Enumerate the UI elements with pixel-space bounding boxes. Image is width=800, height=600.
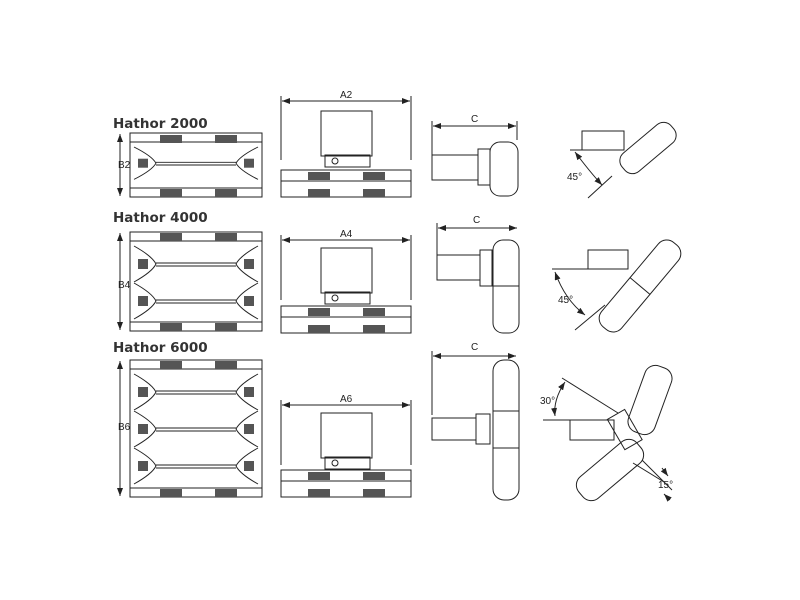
model-title: Hathor 4000 <box>113 210 208 226</box>
front-view <box>129 359 263 498</box>
tilt-view <box>543 364 673 502</box>
width-label: A2 <box>340 90 353 101</box>
model-row-hathor-2000: Hathor 2000 B2 A2 C 45° <box>113 90 677 199</box>
model-title: Hathor 2000 <box>113 116 208 132</box>
tilt-angle-label: 45° <box>558 295 573 306</box>
side-view <box>280 96 412 198</box>
front-view <box>129 132 263 198</box>
side-view <box>280 400 412 498</box>
tilt-angle-label: 30° <box>540 396 555 407</box>
depth-label: C <box>473 215 480 226</box>
tilt-view <box>552 239 682 333</box>
height-label: B2 <box>118 160 131 171</box>
tilt-view <box>570 121 677 199</box>
depth-label: C <box>471 114 478 125</box>
depth-view <box>436 223 520 334</box>
tilt-angle-label: 45° <box>567 172 582 183</box>
depth-view <box>431 351 520 501</box>
wing-angle-label: 15° <box>658 480 673 491</box>
front-view <box>129 231 263 332</box>
model-title: Hathor 6000 <box>113 340 208 356</box>
width-label: A4 <box>340 229 353 240</box>
model-row-hathor-6000: Hathor 6000 B6 A6 C 30° <box>113 340 673 502</box>
depth-view <box>431 121 519 197</box>
model-row-hathor-4000: Hathor 4000 B4 A4 C 45° <box>113 210 682 334</box>
height-label: B6 <box>118 422 131 433</box>
depth-label: C <box>471 342 478 353</box>
height-label: B4 <box>118 280 131 291</box>
width-label: A6 <box>340 394 353 405</box>
side-view <box>280 235 412 334</box>
